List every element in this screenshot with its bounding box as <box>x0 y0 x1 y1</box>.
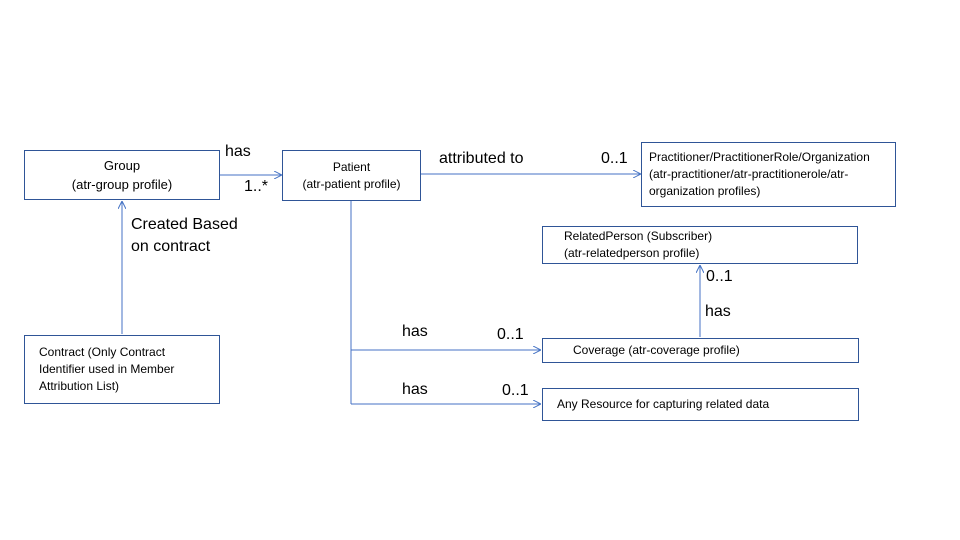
attributed-multiplicity: 0..1 <box>601 150 628 167</box>
patient-box: Patient (atr-patient profile) <box>282 150 421 201</box>
patient-title: Patient <box>332 159 371 174</box>
related-person-multiplicity: 0..1 <box>706 268 733 285</box>
created-based-label: Created Based on contract <box>131 214 238 258</box>
practitioner-profile-2: organization profiles) <box>649 184 761 198</box>
attributed-to-label: attributed to <box>439 150 524 167</box>
group-box: Group (atr-group profile) <box>24 150 220 200</box>
related-person-box: RelatedPerson (Subscriber) (atr-relatedp… <box>542 226 858 264</box>
contract-line-1: Contract (Only Contract <box>39 345 166 359</box>
contract-line-3: Attribution List) <box>39 379 120 393</box>
contract-box: Contract (Only Contract Identifier used … <box>24 335 220 404</box>
any-resource-title: Any Resource for capturing related data <box>557 397 770 411</box>
created-based-line-1: Created Based <box>131 216 238 233</box>
practitioner-profile-1: (atr-practitioner/atr-practitionerole/at… <box>649 167 849 181</box>
group-patient-multiplicity: 1..* <box>244 178 269 195</box>
group-title: Group <box>103 158 141 173</box>
created-based-line-2: on contract <box>131 238 211 255</box>
related-person-title: RelatedPerson (Subscriber) <box>564 229 713 243</box>
practitioner-title: Practitioner/PractitionerRole/Organizati… <box>649 150 870 164</box>
any-resource-box: Any Resource for capturing related data <box>542 388 859 421</box>
coverage-has-label: has <box>402 323 428 340</box>
resource-has-label: has <box>402 381 428 398</box>
related-person-profile: (atr-relatedperson profile) <box>564 246 700 260</box>
patient-profile: (atr-patient profile) <box>302 176 401 191</box>
coverage-multiplicity: 0..1 <box>497 326 524 343</box>
related-person-has-label: has <box>705 303 731 320</box>
resource-multiplicity: 0..1 <box>502 382 529 399</box>
group-profile: (atr-group profile) <box>71 177 173 192</box>
coverage-title: Coverage (atr-coverage profile) <box>573 343 740 357</box>
contract-line-2: Identifier used in Member <box>39 362 175 376</box>
practitioner-box: Practitioner/PractitionerRole/Organizati… <box>641 142 896 207</box>
coverage-box: Coverage (atr-coverage profile) <box>542 338 859 363</box>
group-patient-has-label: has <box>225 143 251 160</box>
